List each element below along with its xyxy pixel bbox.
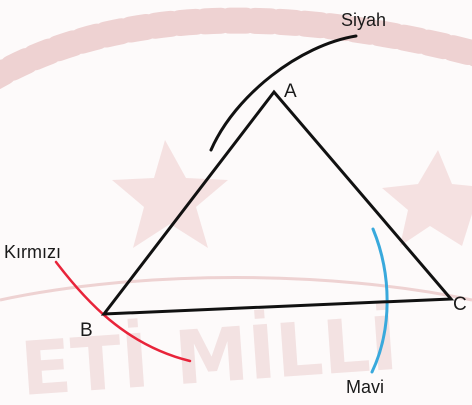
blue-arc-label: Mavi — [346, 377, 384, 397]
red-arc — [54, 260, 192, 363]
watermark-rope-border — [0, 7, 472, 90]
watermark-text: ETİ MİLLİ — [18, 299, 401, 405]
watermark-star-left — [112, 140, 228, 248]
triangle-abc — [100, 89, 455, 316]
vertex-label-c: C — [453, 294, 467, 315]
black-arc-label: Siyah — [341, 10, 386, 30]
vertex-label-a: A — [284, 81, 297, 102]
watermark-ring — [0, 276, 472, 302]
watermark-star-right — [382, 150, 472, 246]
vertex-label-b: B — [80, 320, 93, 341]
black-arc — [209, 34, 358, 152]
watermark: ETİ MİLLİ — [0, 7, 472, 405]
red-arc-label: Kırmızı — [4, 242, 61, 262]
